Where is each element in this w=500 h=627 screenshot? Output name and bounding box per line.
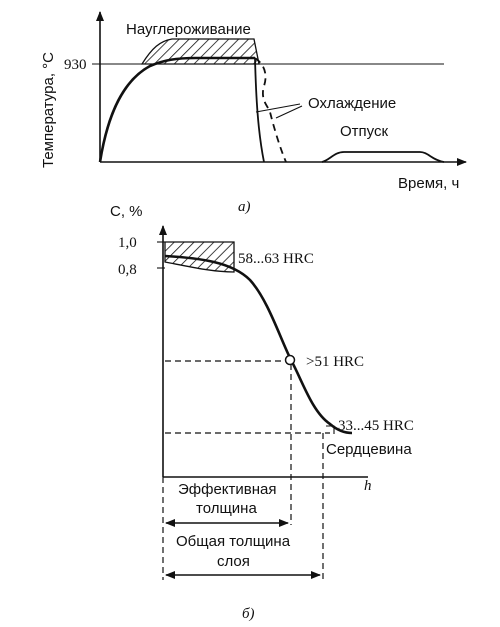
surface-hatch: [164, 241, 235, 273]
top-x-axis-label: Время, ч: [398, 175, 459, 192]
carbon-profile-curve: [164, 254, 353, 435]
cooling-label: Охлаждение: [308, 95, 396, 112]
top-y-axis-label: Температура, °С: [40, 52, 57, 168]
cooling-dashed-line: [254, 57, 287, 163]
tick-label-1-0: 1,0: [118, 235, 137, 251]
temp-tick-930: 930: [64, 57, 87, 73]
tempering-curve: [321, 151, 445, 163]
cooling-solid-line: [254, 57, 265, 163]
core-label: Сердцевина: [326, 441, 412, 458]
bottom-chart: С, % 1,0 0,8 58...63 HRC >51 HRC 33...45…: [110, 203, 414, 622]
carburizing-label: Науглероживание: [126, 21, 251, 38]
hardness-surface-label: 58...63 HRC: [238, 251, 314, 267]
core-marker: [326, 425, 335, 434]
cooling-leader-1: [255, 103, 301, 113]
top-chart: Науглероживание 930 Охлаждение Отпуск Вр…: [40, 11, 467, 215]
carburizing-hatch: [140, 38, 260, 65]
total-thickness-line1: Общая толщина: [176, 533, 291, 550]
bottom-x-axis-label: h: [364, 478, 372, 494]
cooling-leader-2: [275, 105, 303, 119]
bottom-caption: б): [242, 606, 255, 622]
total-thickness-line2: слоя: [217, 553, 250, 570]
hardness-effective-label: >51 HRC: [306, 354, 364, 370]
tempering-label: Отпуск: [340, 123, 388, 140]
top-caption: а): [238, 199, 251, 215]
effective-thickness-line2: толщина: [196, 500, 257, 517]
point-51-hrc: [284, 354, 296, 366]
heating-curve: [98, 56, 255, 163]
hardness-core-label: 33...45 HRC: [338, 418, 414, 434]
tick-label-0-8: 0,8: [118, 262, 137, 278]
bottom-y-axis-label: С, %: [110, 203, 143, 220]
effective-thickness-line1: Эффективная: [178, 481, 277, 498]
